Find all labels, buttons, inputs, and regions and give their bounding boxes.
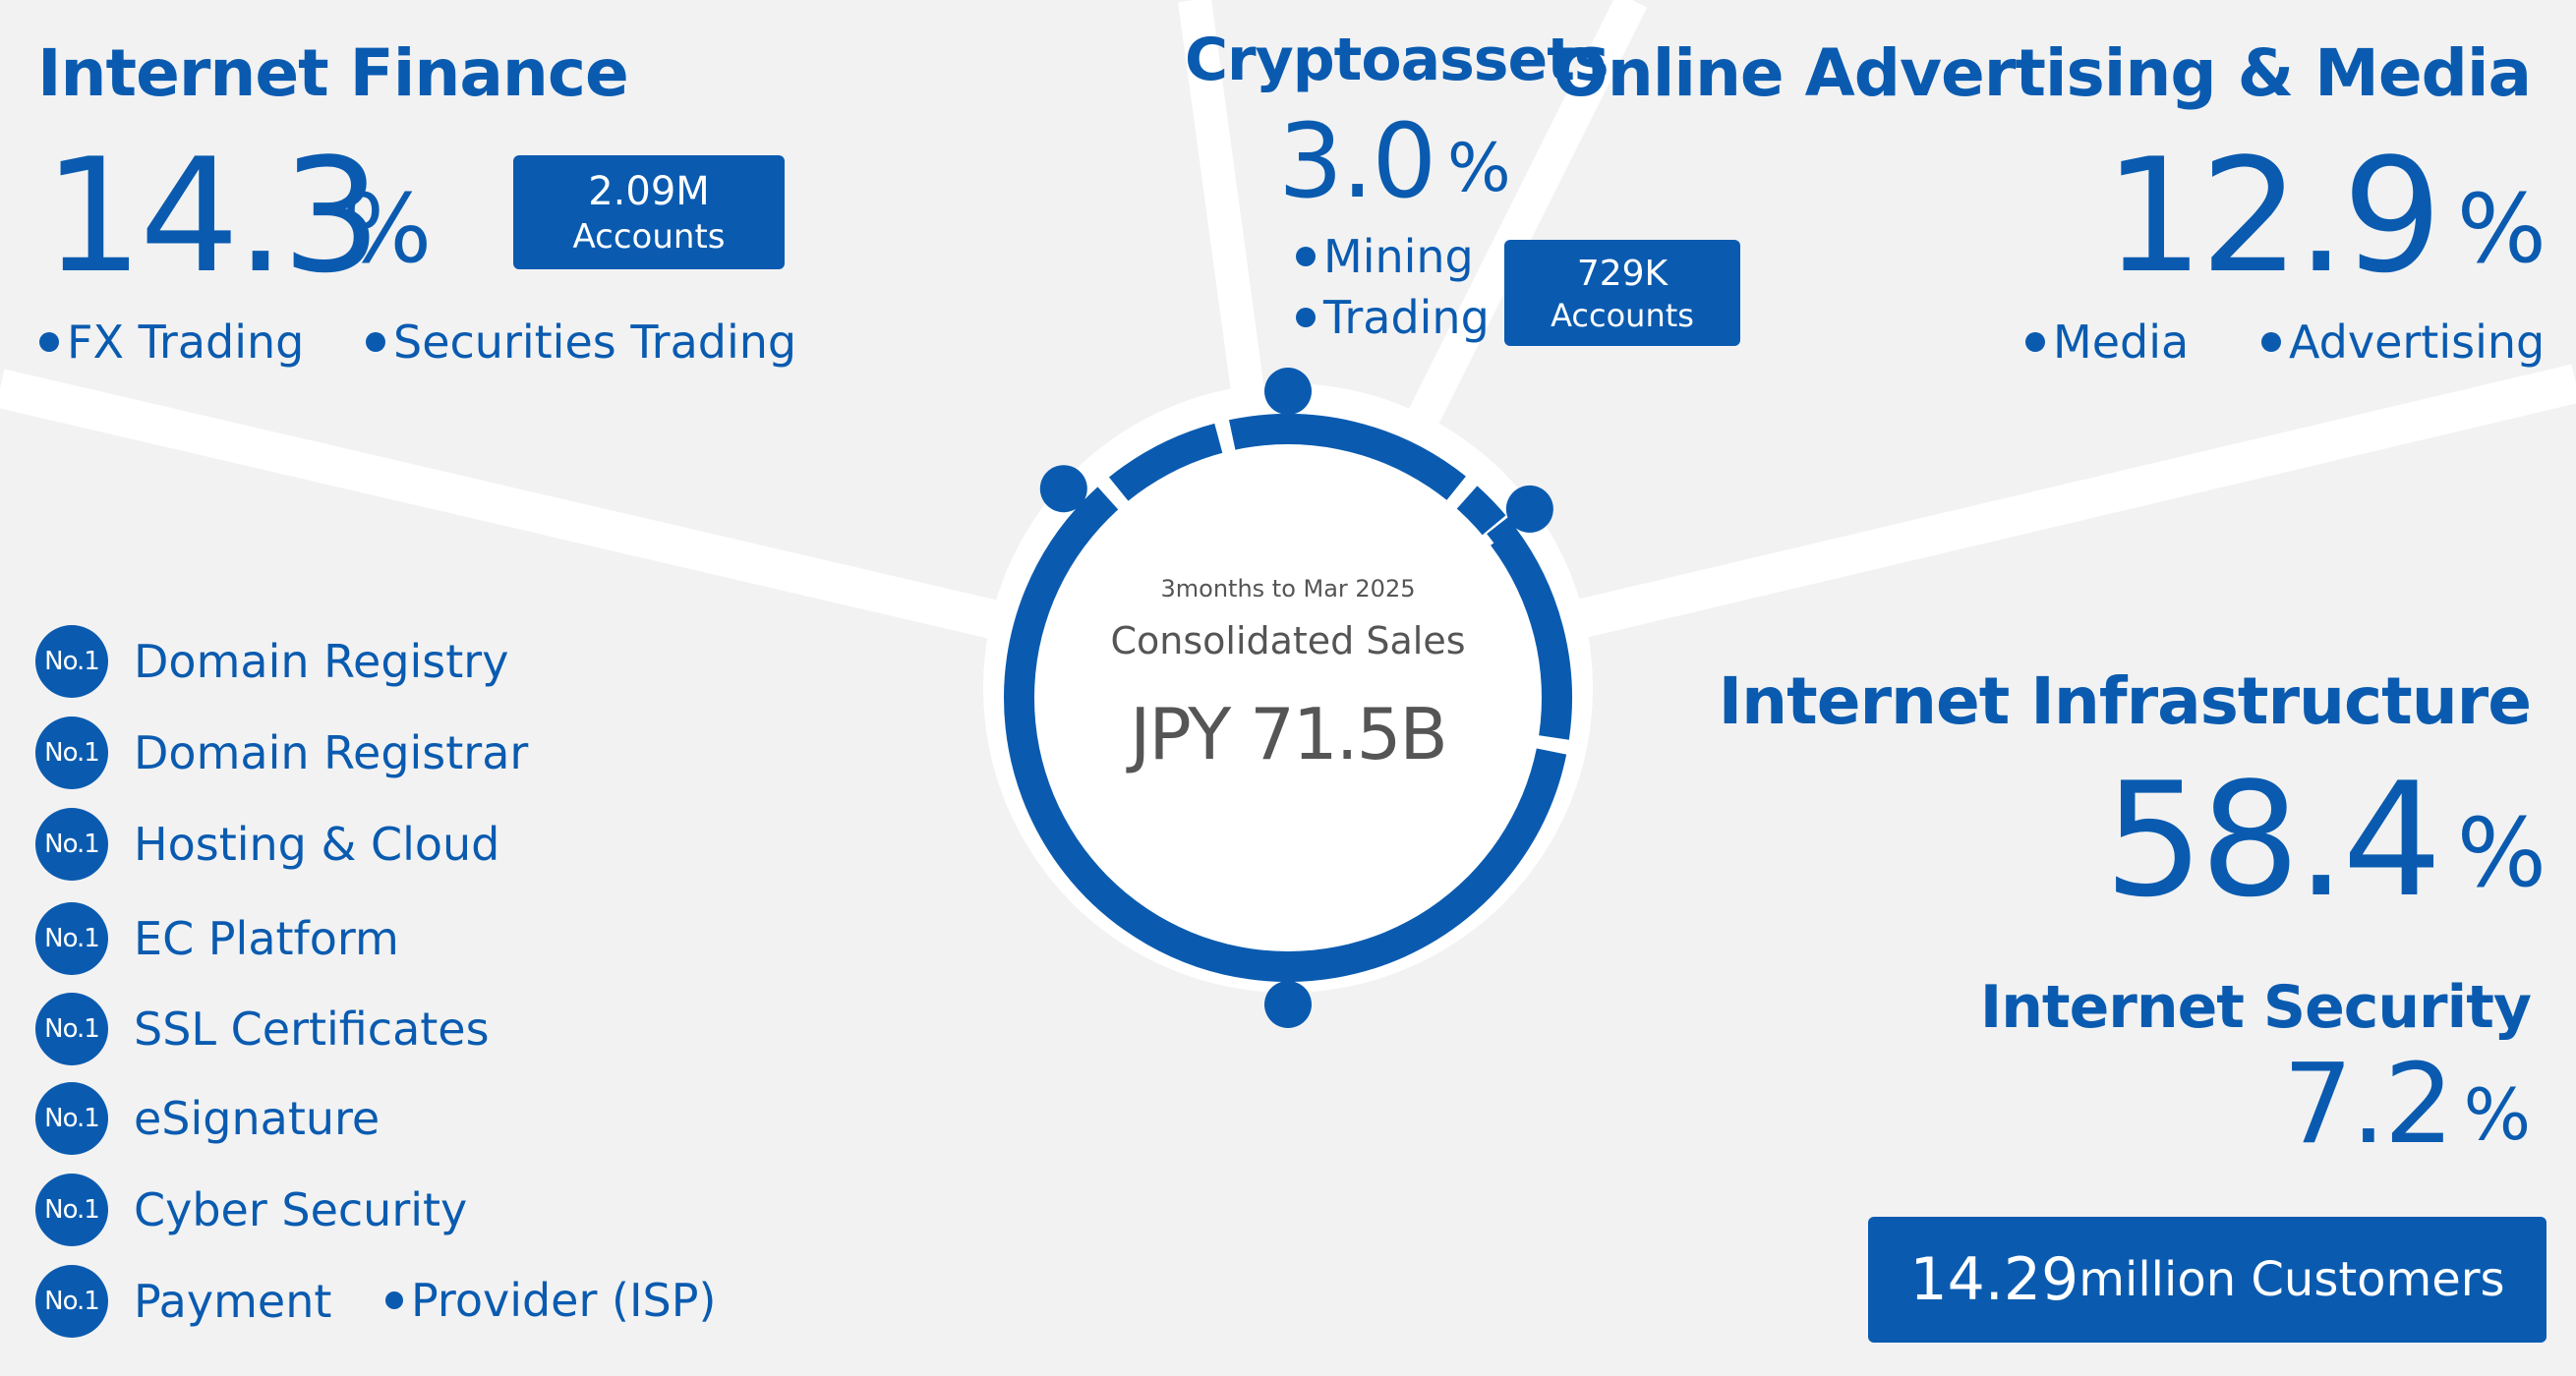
ring-slice	[1488, 527, 1572, 740]
rank-badge: No.1	[35, 902, 108, 975]
ranking-label: Payment	[134, 1275, 332, 1328]
rank-badge: No.1	[35, 625, 108, 698]
security-unit: %	[2463, 1073, 2531, 1156]
ranking-label: eSignature	[134, 1092, 381, 1145]
crypto-badge-label: Accounts	[1551, 296, 1694, 334]
ring-inner	[1034, 444, 1542, 951]
ranking-label: SSL Certificates	[134, 1003, 490, 1056]
crypto-unit: %	[1447, 130, 1511, 207]
ranking-label: Domain Registry	[134, 635, 509, 688]
advertising-bullet-media: Media	[2025, 319, 2189, 365]
ranking-label: Hosting & Cloud	[134, 818, 500, 871]
finance-title: Internet Finance	[37, 35, 629, 111]
ranking-label: EC Platform	[134, 912, 399, 965]
ring-pin-head	[1264, 368, 1312, 415]
customers-suffix: million Customers	[2078, 1252, 2505, 1307]
ranking-item: No.1 Payment	[35, 1265, 331, 1338]
ring-slice	[1228, 414, 1466, 503]
crypto-value: 3.0	[1278, 101, 1436, 221]
finance-bullet-fx: FX Trading	[39, 319, 304, 365]
advertising-bullet-advertising: Advertising	[2261, 319, 2545, 365]
crypto-badge-value: 729K	[1576, 253, 1669, 294]
ranking-label: Cyber Security	[134, 1183, 468, 1236]
rank-badge: No.1	[35, 1174, 108, 1246]
infrastructure-title: Internet Infrastructure	[1718, 663, 2532, 739]
bullet-dot	[2261, 331, 2281, 352]
crypto-title: Cryptoassets	[1185, 26, 1610, 94]
ranking-item: No.1 Cyber Security	[35, 1174, 467, 1246]
center-caption: 3months to Mar 2025	[1160, 575, 1416, 602]
rank-badge: No.1	[35, 1265, 108, 1338]
bullet-label: Provider (ISP)	[411, 1274, 717, 1327]
bullet-dot	[2025, 331, 2045, 352]
customers-number: 14.29	[1909, 1245, 2079, 1314]
ranking-item: No.1 EC Platform	[35, 902, 399, 975]
center-value: JPY 71.5B	[1130, 693, 1448, 775]
ranking-item: No.1 SSL Certificates	[35, 993, 490, 1065]
crypto-bullet-mining: Mining	[1296, 234, 1474, 279]
ranking-item: No.1 Domain Registry	[35, 625, 508, 698]
ring-slice	[1454, 486, 1506, 538]
ring-slice	[1108, 423, 1224, 504]
advertising-unit: %	[2456, 174, 2547, 284]
advertising-title: Online Advertising & Media	[1552, 35, 2532, 111]
finance-bullet-securities: Securities Trading	[366, 319, 796, 365]
bullet-dot	[1296, 246, 1316, 266]
advertising-value: 12.9	[2103, 124, 2442, 308]
ranking-item: No.1 Hosting & Cloud	[35, 808, 499, 881]
rank-badge: No.1	[35, 717, 108, 789]
security-title: Internet Security	[1979, 973, 2532, 1042]
bullet-dot	[1296, 307, 1316, 327]
security-value: 7.2	[2282, 1041, 2454, 1169]
bullet-dot	[39, 331, 59, 352]
crypto-accounts-badge: 729K Accounts	[1504, 240, 1740, 346]
bullet-label: Mining	[1323, 230, 1474, 283]
ring-pin-head	[1505, 485, 1553, 533]
ring-slice	[1004, 487, 1567, 982]
ranking-label: Domain Registrar	[134, 726, 529, 779]
ring-pin-head	[1264, 981, 1312, 1028]
bullet-label: Media	[2053, 315, 2190, 369]
bullet-label: Trading	[1323, 291, 1490, 344]
ranking-item: No.1 Domain Registrar	[35, 717, 528, 789]
sales-ring	[1004, 368, 1572, 1028]
rank-badge: No.1	[35, 1082, 108, 1155]
finance-badge-value: 2.09M	[588, 168, 710, 214]
bullet-label: Securities Trading	[393, 315, 797, 369]
finance-accounts-badge: 2.09M Accounts	[513, 155, 785, 269]
finance-badge-label: Accounts	[572, 216, 726, 257]
ranking-extra-provider: Provider (ISP)	[385, 1278, 716, 1323]
bullet-label: Advertising	[2289, 315, 2546, 369]
rank-badge: No.1	[35, 993, 108, 1065]
finance-unit: %	[342, 174, 433, 284]
infrastructure-unit: %	[2456, 798, 2547, 908]
center-label: Consolidated Sales	[1110, 619, 1466, 662]
rank-badge: No.1	[35, 808, 108, 881]
ring-pin-head	[1039, 465, 1087, 513]
finance-value: 14.3	[43, 124, 381, 308]
bullet-label: FX Trading	[67, 315, 305, 369]
crypto-bullet-trading: Trading	[1296, 295, 1490, 340]
bullet-dot	[366, 331, 385, 352]
infrastructure-value: 58.4	[2103, 748, 2442, 932]
ranking-item: No.1 eSignature	[35, 1082, 380, 1155]
bullet-dot	[385, 1290, 403, 1309]
